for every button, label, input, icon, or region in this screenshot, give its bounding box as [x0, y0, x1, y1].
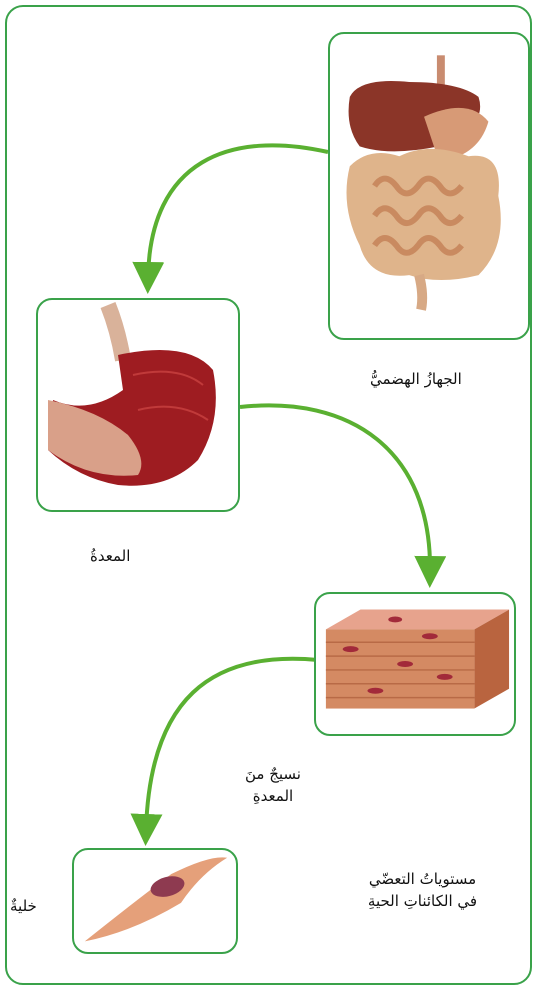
cell-box [72, 848, 238, 954]
label-tissue-line2: المعدةِ [228, 785, 318, 807]
label-tissue: نسيجٌ منَ المعدةِ [228, 763, 318, 807]
title-line1: مستوياتُ التعضّي [340, 868, 505, 890]
smooth-muscle-cell-illustration [74, 850, 236, 952]
stomach-box [36, 298, 240, 512]
figure-title: مستوياتُ التعضّي في الكائناتِ الحيةِ [340, 868, 505, 912]
label-cell: خليةٌ [10, 895, 37, 917]
label-digestive-system: الجهازُ الهضميُّ [370, 368, 462, 390]
label-tissue-line1: نسيجٌ منَ [228, 763, 318, 785]
label-stomach: المعدةُ [90, 545, 130, 567]
stomach-illustration [38, 300, 238, 510]
digestive-system-box [328, 32, 530, 340]
digestive-system-illustration [330, 34, 528, 338]
tissue-box [314, 592, 516, 736]
arrow-stomach-to-tissue [240, 405, 430, 572]
title-line2: في الكائناتِ الحيةِ [340, 890, 505, 912]
muscle-tissue-illustration [316, 594, 514, 734]
arrow-digestive-to-stomach [148, 145, 328, 278]
